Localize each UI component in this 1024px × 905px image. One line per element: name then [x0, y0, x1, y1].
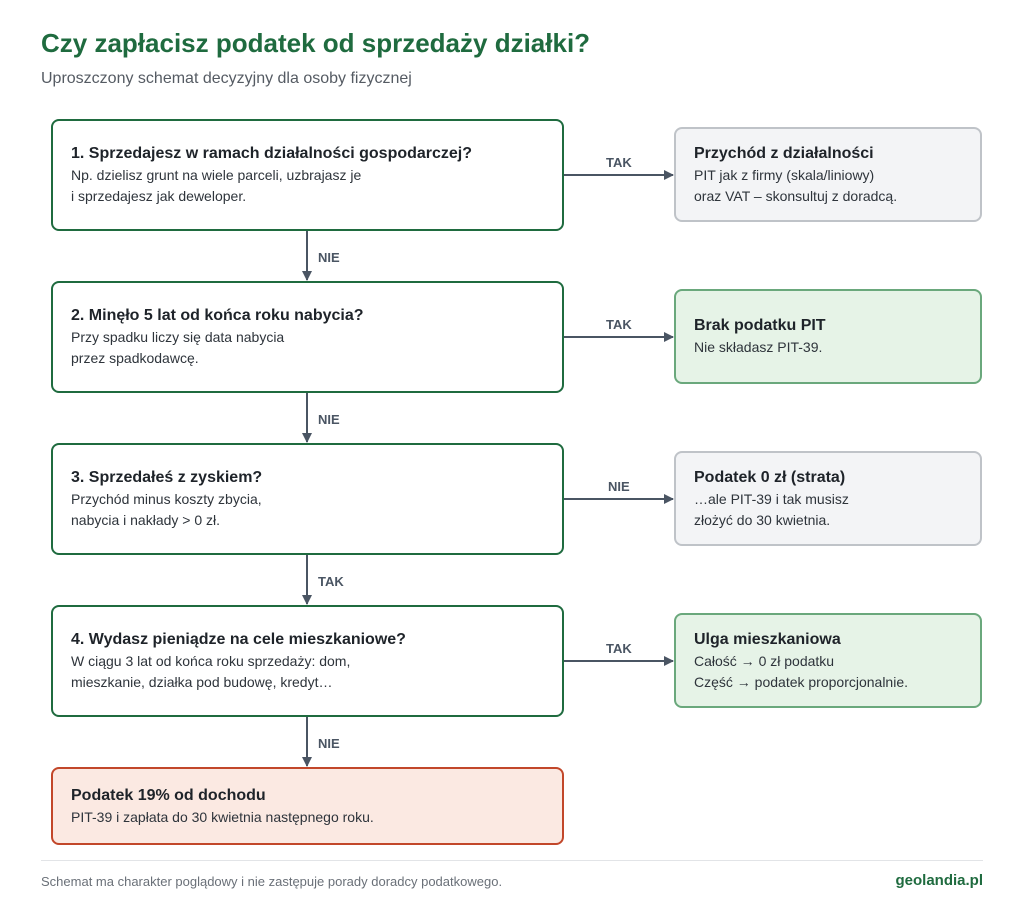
question-text: Przy spadku liczy się data nabycia przez… — [71, 327, 544, 369]
branch-label-no: NIE — [318, 412, 340, 427]
final-outcome-box: Podatek 19% od dochodu PIT-39 i zapłata … — [51, 767, 564, 845]
footer-note: Schemat ma charakter poglądowy i nie zas… — [41, 874, 503, 889]
outcome-title: Podatek 0 zł (strata) — [694, 468, 846, 486]
outcome-text: PIT jak z firmy (skala/liniowy) oraz VAT… — [694, 165, 962, 207]
question-line: Przychód minus koszty zbycia, — [71, 491, 262, 507]
outcome-box-no-tax: Brak podatku PIT Nie składasz PIT-39. — [674, 289, 982, 384]
outcome-title: Przychód z działalności — [694, 144, 874, 162]
outcome-line: Całość → 0 zł podatku — [694, 652, 835, 669]
outcome-line: Nie składasz PIT-39. — [694, 339, 823, 355]
outcome-box-business-income: Przychód z działalności PIT jak z firmy … — [674, 127, 982, 222]
final-title: Podatek 19% od dochodu — [71, 786, 266, 804]
page-title: Czy zapłacisz podatek od sprzedaży dział… — [41, 28, 591, 58]
question-box-3: 3. Sprzedałeś z zyskiem? Przychód minus … — [51, 443, 564, 555]
branch-label-no: NIE — [318, 250, 340, 265]
question-text: W ciągu 3 lat od końca roku sprzedaży: d… — [71, 651, 544, 693]
outcome-title: Ulga mieszkaniowa — [694, 630, 841, 648]
question-title: 4. Wydasz pieniądze na cele mieszkaniowe… — [71, 631, 406, 648]
question-text: Przychód minus koszty zbycia, nabycia i … — [71, 489, 544, 531]
question-line: Przy spadku liczy się data nabycia — [71, 329, 285, 345]
outcome-text: …ale PIT-39 i tak musisz złożyć do 30 kw… — [694, 489, 962, 531]
question-title: 3. Sprzedałeś z zyskiem? — [71, 469, 263, 486]
question-line: Np. dzielisz grunt na wiele parceli, uzb… — [71, 167, 362, 183]
final-text: PIT-39 i zapłata do 30 kwietnia następne… — [71, 807, 544, 828]
branch-label-yes: TAK — [606, 155, 632, 170]
branch-label-yes: TAK — [318, 574, 344, 589]
question-line: mieszkanie, działka pod budowę, kredyt… — [71, 674, 333, 690]
question-title: 1. Sprzedajesz w ramach działalności gos… — [71, 145, 473, 162]
outcome-box-zero-tax: Podatek 0 zł (strata) …ale PIT-39 i tak … — [674, 451, 982, 546]
branch-label-no: NIE — [608, 479, 630, 494]
footer-divider — [41, 860, 983, 861]
branch-label-no: NIE — [318, 736, 340, 751]
outcome-text: Nie składasz PIT-39. — [694, 337, 962, 358]
outcome-box-housing-relief: Ulga mieszkaniowa Całość → 0 zł podatku … — [674, 613, 982, 708]
question-box-1: 1. Sprzedajesz w ramach działalności gos… — [51, 119, 564, 231]
page-subtitle: Uproszczony schemat decyzyjny dla osoby … — [41, 70, 412, 87]
outcome-line: Część → podatek proporcjonalnie. — [694, 673, 909, 690]
outcome-line: …ale PIT-39 i tak musisz — [694, 490, 849, 507]
outcome-line: PIT jak z firmy (skala/liniowy) — [694, 166, 875, 183]
question-line: przez spadkodawcę. — [71, 350, 199, 366]
question-line: i sprzedajesz jak deweloper. — [71, 188, 247, 204]
question-text: Np. dzielisz grunt na wiele parceli, uzb… — [71, 165, 544, 207]
question-line: W ciągu 3 lat od końca roku sprzedaży: d… — [71, 653, 351, 669]
outcome-line: złożyć do 30 kwietnia. — [694, 511, 831, 528]
question-line: nabycia i nakłady > 0 zł. — [71, 512, 221, 528]
question-box-4: 4. Wydasz pieniądze na cele mieszkaniowe… — [51, 605, 564, 717]
outcome-title: Brak podatku PIT — [694, 317, 826, 334]
branch-label-yes: TAK — [606, 317, 632, 332]
question-title: 2. Minęło 5 lat od końca roku nabycia? — [71, 307, 364, 324]
branch-label-yes: TAK — [606, 641, 632, 656]
outcome-text: Całość → 0 zł podatku Część → podatek pr… — [694, 651, 962, 693]
final-line: PIT-39 i zapłata do 30 kwietnia następne… — [71, 808, 374, 825]
outcome-line: oraz VAT – skonsultuj z doradcą. — [694, 187, 898, 204]
question-box-2: 2. Minęło 5 lat od końca roku nabycia? P… — [51, 281, 564, 393]
brand-link[interactable]: geolandia.pl — [895, 872, 983, 889]
